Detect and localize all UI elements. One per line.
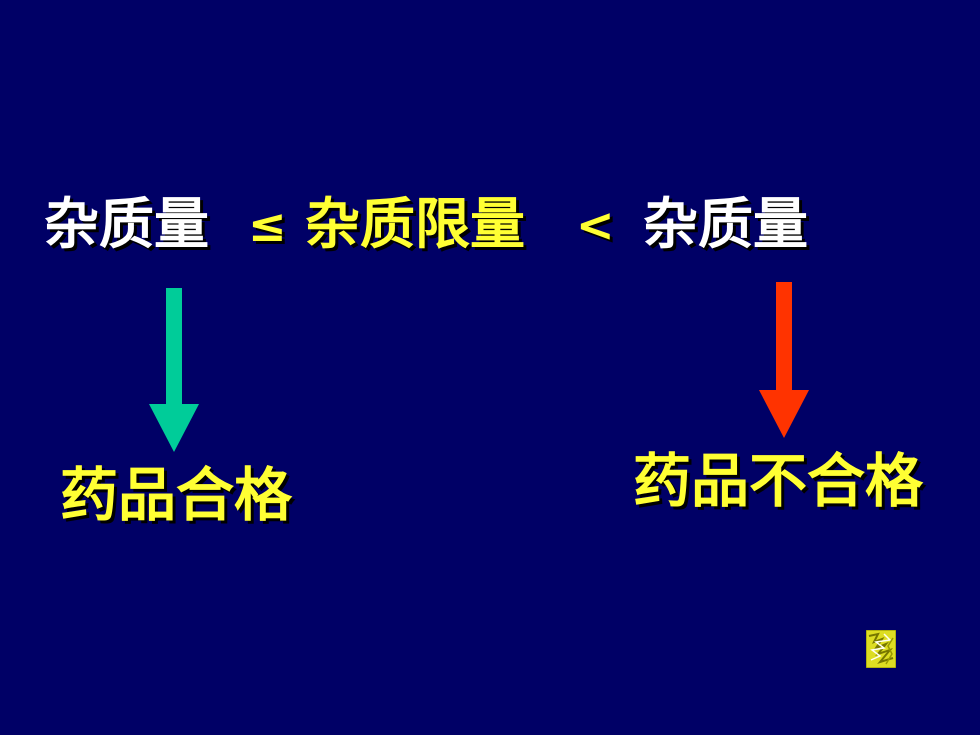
formula-operator-le: ≤	[248, 198, 287, 252]
formula-operator-lt: <	[576, 198, 615, 252]
fail-arrow-down-icon	[759, 282, 809, 438]
formula-right-term: 杂质量	[643, 192, 809, 256]
fail-result-label: 药品不合格	[633, 447, 924, 515]
formula-left-term: 杂质量	[44, 192, 210, 256]
pass-result-label: 药品合格	[60, 461, 293, 529]
pass-arrow-down-icon	[149, 288, 199, 452]
formula-middle-term: 杂质限量	[305, 192, 526, 256]
action-button[interactable]	[866, 630, 896, 668]
